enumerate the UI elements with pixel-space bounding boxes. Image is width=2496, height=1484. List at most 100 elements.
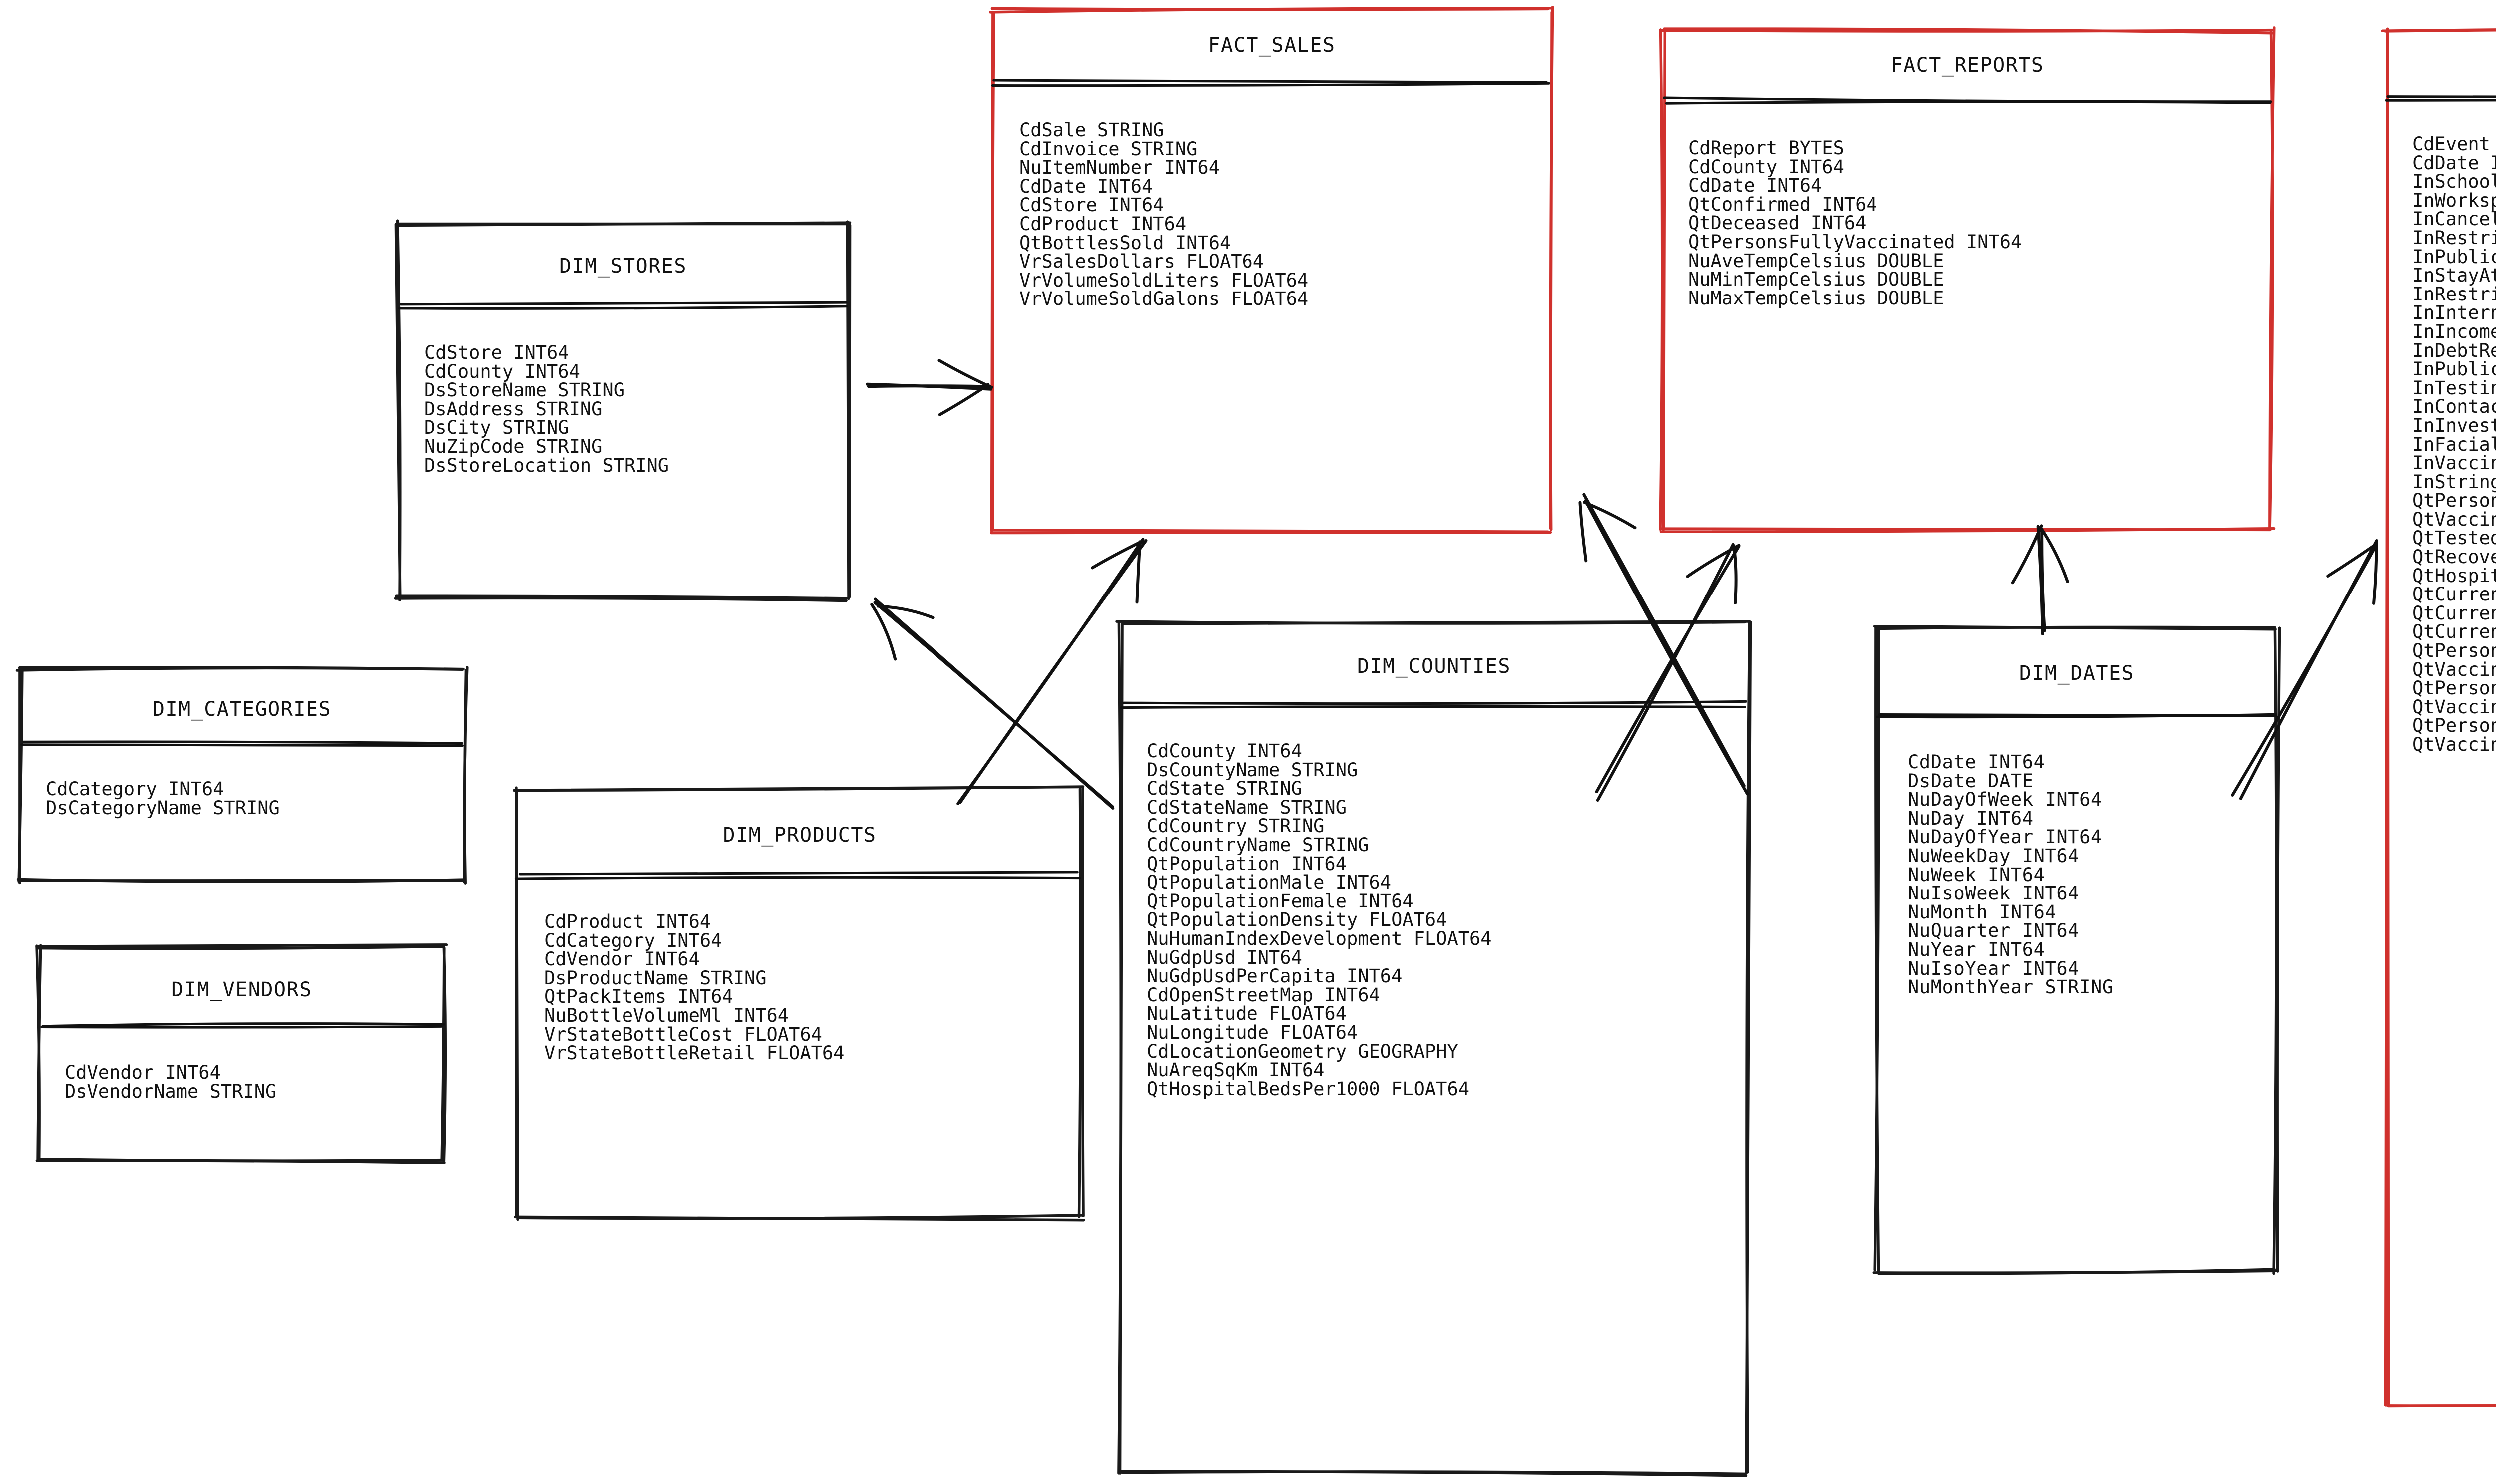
relationship-arrow-dates-to-events xyxy=(2326,542,2378,578)
relationship-arrow-dates-to-reports xyxy=(2011,524,2043,585)
field-row: QtCurrentHospitalizedPatients INT64 xyxy=(2412,584,2496,605)
relationship-arrow-dates-to-sales xyxy=(1583,501,1637,530)
field-row: QtPopulationFemale INT64 xyxy=(1147,890,1414,912)
field-row: CdVendor INT64 xyxy=(544,948,700,970)
relationship-arrow-products-to-sales xyxy=(1091,539,1145,570)
entity-title-dim_counties: DIM_COUNTIES xyxy=(1357,655,1511,678)
field-row: QtPersonsFullyVaccinatedJanssen INT64 xyxy=(2412,715,2496,737)
entity-border-dim_dates xyxy=(2276,626,2281,1273)
entity-border-dim_categories xyxy=(463,666,469,885)
relationship-arrow-products-to-sales xyxy=(956,538,1145,805)
field-row: NuYear INT64 xyxy=(1908,938,2045,960)
field-row: QtPersonsFullyVaccinated INT64 xyxy=(1688,231,2022,253)
field-row: InRestrictionsOnInternalMovement INT64 xyxy=(2412,283,2496,305)
field-row: VrSalesDollars FLOAT64 xyxy=(1019,251,1264,273)
field-row: InContactTracing INT64 xyxy=(2412,396,2496,418)
field-row: NuWeek INT64 xyxy=(1908,864,2045,886)
field-row: VrVolumeSoldGalons FLOAT64 xyxy=(1019,288,1309,310)
field-row: InPublicInformationCampaigns INT64 xyxy=(2412,358,2496,380)
field-row: NuQuarter INT64 xyxy=(1908,920,2080,942)
field-row: CdStore INT64 xyxy=(1019,194,1164,216)
relationship-arrow-dates-to-reports xyxy=(2036,525,2044,636)
field-row: QtBottlesSold INT64 xyxy=(1019,232,1231,254)
relationship-arrow-dates-to-reports xyxy=(2040,527,2046,632)
field-row: NuLongitude FLOAT64 xyxy=(1147,1021,1358,1043)
field-row: CdDate INT64 xyxy=(1908,751,2045,773)
field-row: QtPopulationDensity FLOAT64 xyxy=(1147,909,1447,931)
field-row: NuMonthYear STRING xyxy=(1908,976,2114,998)
field-row: DsProductName STRING xyxy=(544,967,767,989)
field-row: CdEvent BYTES xyxy=(2412,133,2496,155)
field-row: CdReport BYTES xyxy=(1688,137,1844,159)
field-row: NuGdpUsdPerCapita INT64 xyxy=(1147,965,1403,987)
field-row: NuMaxTempCelsius DOUBLE xyxy=(1688,287,1944,309)
field-row: CdDate INT64 xyxy=(2412,152,2496,174)
field-row: NuIsoWeek INT64 xyxy=(1908,883,2080,904)
field-row: CdStateName STRING xyxy=(1147,796,1347,818)
field-row: InIncomeSupport INT64 xyxy=(2412,320,2496,342)
field-row: CdCountry STRING xyxy=(1147,815,1325,837)
field-row: InRestrictionsOnGatherings INT64 xyxy=(2412,227,2496,249)
field-row: CdCounty INT64 xyxy=(1688,156,1844,178)
field-row: NuMinTempCelsius DOUBLE xyxy=(1688,269,1944,291)
entity-title-fact_events: FACT_EVENTS xyxy=(2386,50,2496,73)
field-row: InStringencyIndex DOUBLE xyxy=(2412,471,2496,493)
field-row: DsDate DATE xyxy=(1908,770,2034,792)
field-row: CdDate INT64 xyxy=(1019,175,1153,197)
field-row: CdState STRING xyxy=(1147,778,1302,800)
field-row: InInvestmentInVaccines INT64 xyxy=(2412,414,2496,436)
entity-title-dim_stores: DIM_STORES xyxy=(559,255,687,278)
field-row: DsCountyName STRING xyxy=(1147,759,1358,781)
field-row: CdCountryName STRING xyxy=(1147,834,1369,856)
field-row: CdSale STRING xyxy=(1019,119,1164,141)
relationship-arrow-dates-to-reports xyxy=(2039,526,2069,584)
field-row: DsStoreLocation STRING xyxy=(424,454,669,476)
field-row: QtVaccineDosesAdministeredModerna INT64 xyxy=(2412,696,2496,718)
relationship-arrow-counties-to-stores xyxy=(876,604,935,619)
field-row: DsCity STRING xyxy=(424,417,569,439)
entity-fact_events[interactable]: FACT_EVENTS CdEvent BYTESCdDate INT64InSc… xyxy=(2386,29,2496,1406)
field-row: QtPackItems INT64 xyxy=(544,986,733,1008)
field-row: NuIsoYear INT64 xyxy=(1908,957,2080,979)
entity-border-dim_stores xyxy=(848,224,852,598)
field-row: CdLocationGeometry GEOGRAPHY xyxy=(1147,1040,1458,1062)
field-row: NuDayOfYear INT64 xyxy=(1908,826,2102,848)
field-row: QtPersonsVaccinated INT64 xyxy=(2412,490,2496,512)
entity-border-dim_stores xyxy=(394,596,848,602)
field-row: InSchoolClosing INT64 xyxy=(2412,171,2496,193)
relationship-arrow-products-to-sales xyxy=(1135,540,1142,604)
field-row: CdProduct INT64 xyxy=(544,911,711,932)
field-row: NuHumanIndexDevelopment FLOAT64 xyxy=(1147,927,1492,949)
field-row: VrVolumeSoldLiters FLOAT64 xyxy=(1019,269,1309,291)
field-row: NuGdpUsd INT64 xyxy=(1147,946,1302,968)
field-row: QtVaccineDosesAdministeredPfizer INT64 xyxy=(2412,658,2496,680)
field-row: NuAveTempCelsius DOUBLE xyxy=(1688,250,1944,272)
field-row: NuWeekDay INT64 xyxy=(1908,845,2080,867)
field-row: QtPersonsFullyVaccinatedPfizer INT64 xyxy=(2412,640,2496,662)
field-row: CdProduct INT64 xyxy=(1019,213,1187,235)
field-row: QtRecovered INT64 xyxy=(2412,546,2496,568)
field-row: InWorkspaceClosing INT64 xyxy=(2412,189,2496,211)
field-row: QtConfirmed INT64 xyxy=(1688,193,1877,215)
entity-border-fact_sales xyxy=(990,531,1552,535)
entity-title-fact_sales: FACT_SALES xyxy=(1208,34,1336,57)
field-row: VrStateBottleRetail FLOAT64 xyxy=(544,1042,845,1064)
field-row: DsCategoryName STRING xyxy=(46,797,280,819)
field-row: CdCounty INT64 xyxy=(424,360,580,382)
field-row: QtPopulationMale INT64 xyxy=(1147,872,1392,893)
